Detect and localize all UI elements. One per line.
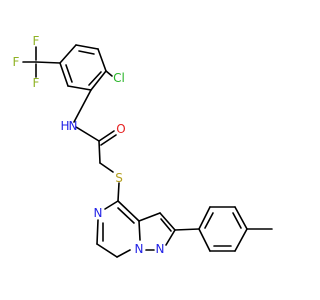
bond-carbonyl-ch2 bbox=[98, 140, 101, 164]
bond-ring1-inner-2 bbox=[88, 71, 102, 86]
bond-pyrazole-b-inner bbox=[160, 218, 172, 232]
bond-pyrazole-a bbox=[138, 212, 161, 222]
bridgehead-nitrogen-label: N bbox=[135, 242, 144, 256]
bond-tolyl-c-inner bbox=[232, 212, 242, 229]
bond-pyrazine-e bbox=[138, 220, 141, 241]
bond-ring1-e bbox=[67, 85, 92, 91]
bond-pyrazine-a bbox=[104, 200, 119, 210]
bond-ring1-d bbox=[90, 70, 107, 91]
sulfur-label: S bbox=[115, 171, 123, 185]
bond-pyrazine-d bbox=[116, 249, 131, 258]
bond-pyrazole-c bbox=[165, 229, 176, 246]
bond-pyrazole-tolyl bbox=[174, 228, 200, 231]
amide-nitrogen-label: N bbox=[69, 119, 78, 133]
pyrazine-nitrogen-label: N bbox=[94, 206, 103, 220]
bond-c-cl bbox=[105, 70, 113, 77]
bond-ring-nh bbox=[73, 89, 92, 123]
atom-labels: F F F Cl N H O S N N N bbox=[13, 34, 165, 256]
bond-ring1-a bbox=[59, 44, 77, 64]
bond-pyrazine-f bbox=[117, 200, 140, 222]
fluorine-label-top: F bbox=[33, 34, 40, 48]
bond-s-ring bbox=[117, 182, 120, 202]
bond-network bbox=[22, 44, 273, 258]
bond-nh-carbonyl bbox=[75, 126, 100, 142]
pyrazole-nitrogen-label: N bbox=[156, 242, 165, 256]
fluorine-label-left: F bbox=[13, 55, 20, 69]
bond-pyrazine-f-inner bbox=[117, 207, 135, 224]
bond-ch2-s bbox=[99, 162, 114, 173]
bond-tolyl-a bbox=[198, 206, 211, 230]
fluorine-label-bottom: F bbox=[33, 76, 40, 90]
bond-tolyl-f bbox=[198, 228, 211, 252]
bond-tolyl-d bbox=[234, 228, 248, 252]
molecule-structure: F F F Cl N H O S N N N bbox=[13, 34, 273, 258]
bond-carbonyl-o-1 bbox=[98, 130, 115, 142]
bond-tolyl-a-inner bbox=[204, 212, 214, 229]
carbonyl-oxygen-label: O bbox=[116, 122, 125, 136]
bond-pyrazole-b bbox=[159, 212, 176, 231]
bond-tolyl-c bbox=[234, 206, 248, 230]
bond-carbonyl-o-2 bbox=[100, 134, 117, 146]
bond-ring1-inner-1 bbox=[78, 50, 95, 55]
bond-cf3-ring bbox=[35, 61, 61, 64]
bond-ring1-f bbox=[59, 62, 69, 87]
amide-hydrogen-label: H bbox=[60, 119, 69, 133]
bond-ring1-b bbox=[75, 44, 99, 50]
bond-pyrazine-c bbox=[96, 243, 118, 258]
bond-ring1-inner-3 bbox=[65, 64, 73, 83]
bond-ring1-c bbox=[97, 48, 107, 72]
bond-pyrazine-b bbox=[96, 219, 99, 245]
chlorine-label: Cl bbox=[113, 71, 125, 85]
